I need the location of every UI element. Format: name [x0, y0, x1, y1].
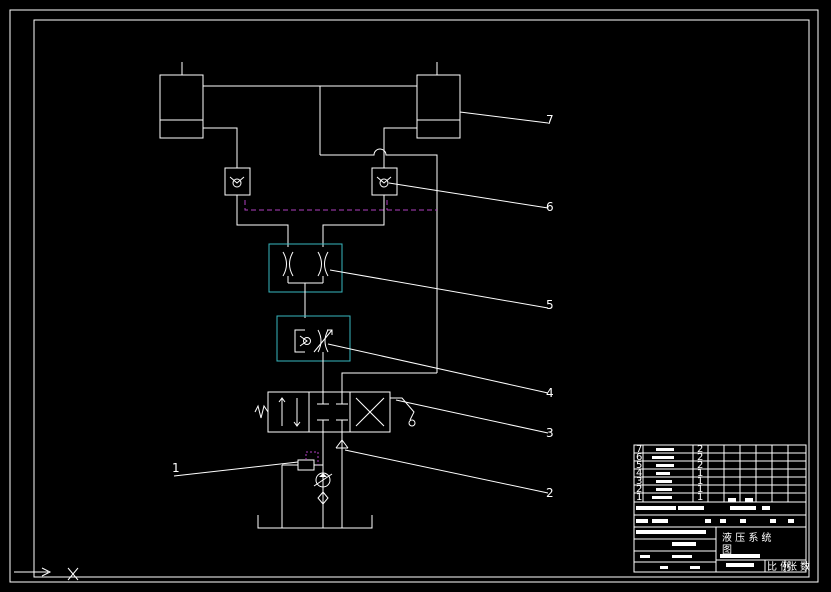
- callout-1: 1: [172, 461, 180, 475]
- bom-number-6: 6: [636, 452, 642, 463]
- bom-number-5: 5: [636, 460, 642, 471]
- oil-tank: [257, 515, 373, 529]
- sheet-count-label: 张 数: [787, 560, 810, 573]
- bom-qty-6: 2: [697, 452, 703, 463]
- hydraulic-cylinder-right: [416, 62, 461, 139]
- bom-number-7: 7: [636, 444, 642, 455]
- inner-frame: [33, 19, 810, 578]
- throttle-valve-block: [268, 243, 343, 293]
- bom-qty-2: 1: [697, 484, 703, 495]
- bom-qty-7: 2: [697, 444, 703, 455]
- callout-leaders: [173, 111, 549, 494]
- pilot-check-valve-right: [371, 167, 398, 196]
- callout-4: 4: [546, 386, 554, 400]
- oil-filter: [317, 491, 329, 505]
- pilot-check-valve-left: [224, 167, 251, 196]
- directional-control-valve: [254, 391, 416, 433]
- hydraulic-pump: [313, 472, 333, 488]
- check-valve: [335, 439, 349, 449]
- callout-7: 7: [546, 113, 554, 127]
- bom-number-4: 4: [636, 468, 642, 479]
- parts-list-table: 7 6 5 4 3 2 1 2 2 2 1 1 1 1: [633, 444, 807, 503]
- ucs-axis-icon: [14, 567, 79, 581]
- pilot-control-line: [244, 200, 437, 211]
- title-block: 液 压 系 统 图 比 例 张 数: [633, 501, 810, 573]
- bom-number-2: 2: [636, 484, 642, 495]
- hydraulic-cylinder-left: [159, 62, 204, 139]
- bom-qty-4: 1: [697, 468, 703, 479]
- relief-valve: [281, 451, 323, 528]
- scale-label: 比 例: [767, 560, 790, 573]
- bom-qty-3: 1: [697, 476, 703, 487]
- outer-border: [9, 9, 819, 583]
- callout-6: 6: [546, 200, 554, 214]
- bom-qty-1: 1: [697, 492, 703, 503]
- bom-number-3: 3: [636, 476, 642, 487]
- callout-2: 2: [546, 486, 554, 500]
- drawing-title: 液 压 系 统: [722, 531, 772, 544]
- callout-5: 5: [546, 298, 554, 312]
- one-way-throttle-valve: [276, 315, 351, 392]
- bom-number-1: 1: [636, 492, 642, 503]
- drawing-title-suffix: 图: [722, 544, 732, 556]
- callout-3: 3: [546, 426, 554, 440]
- bom-qty-5: 2: [697, 460, 703, 471]
